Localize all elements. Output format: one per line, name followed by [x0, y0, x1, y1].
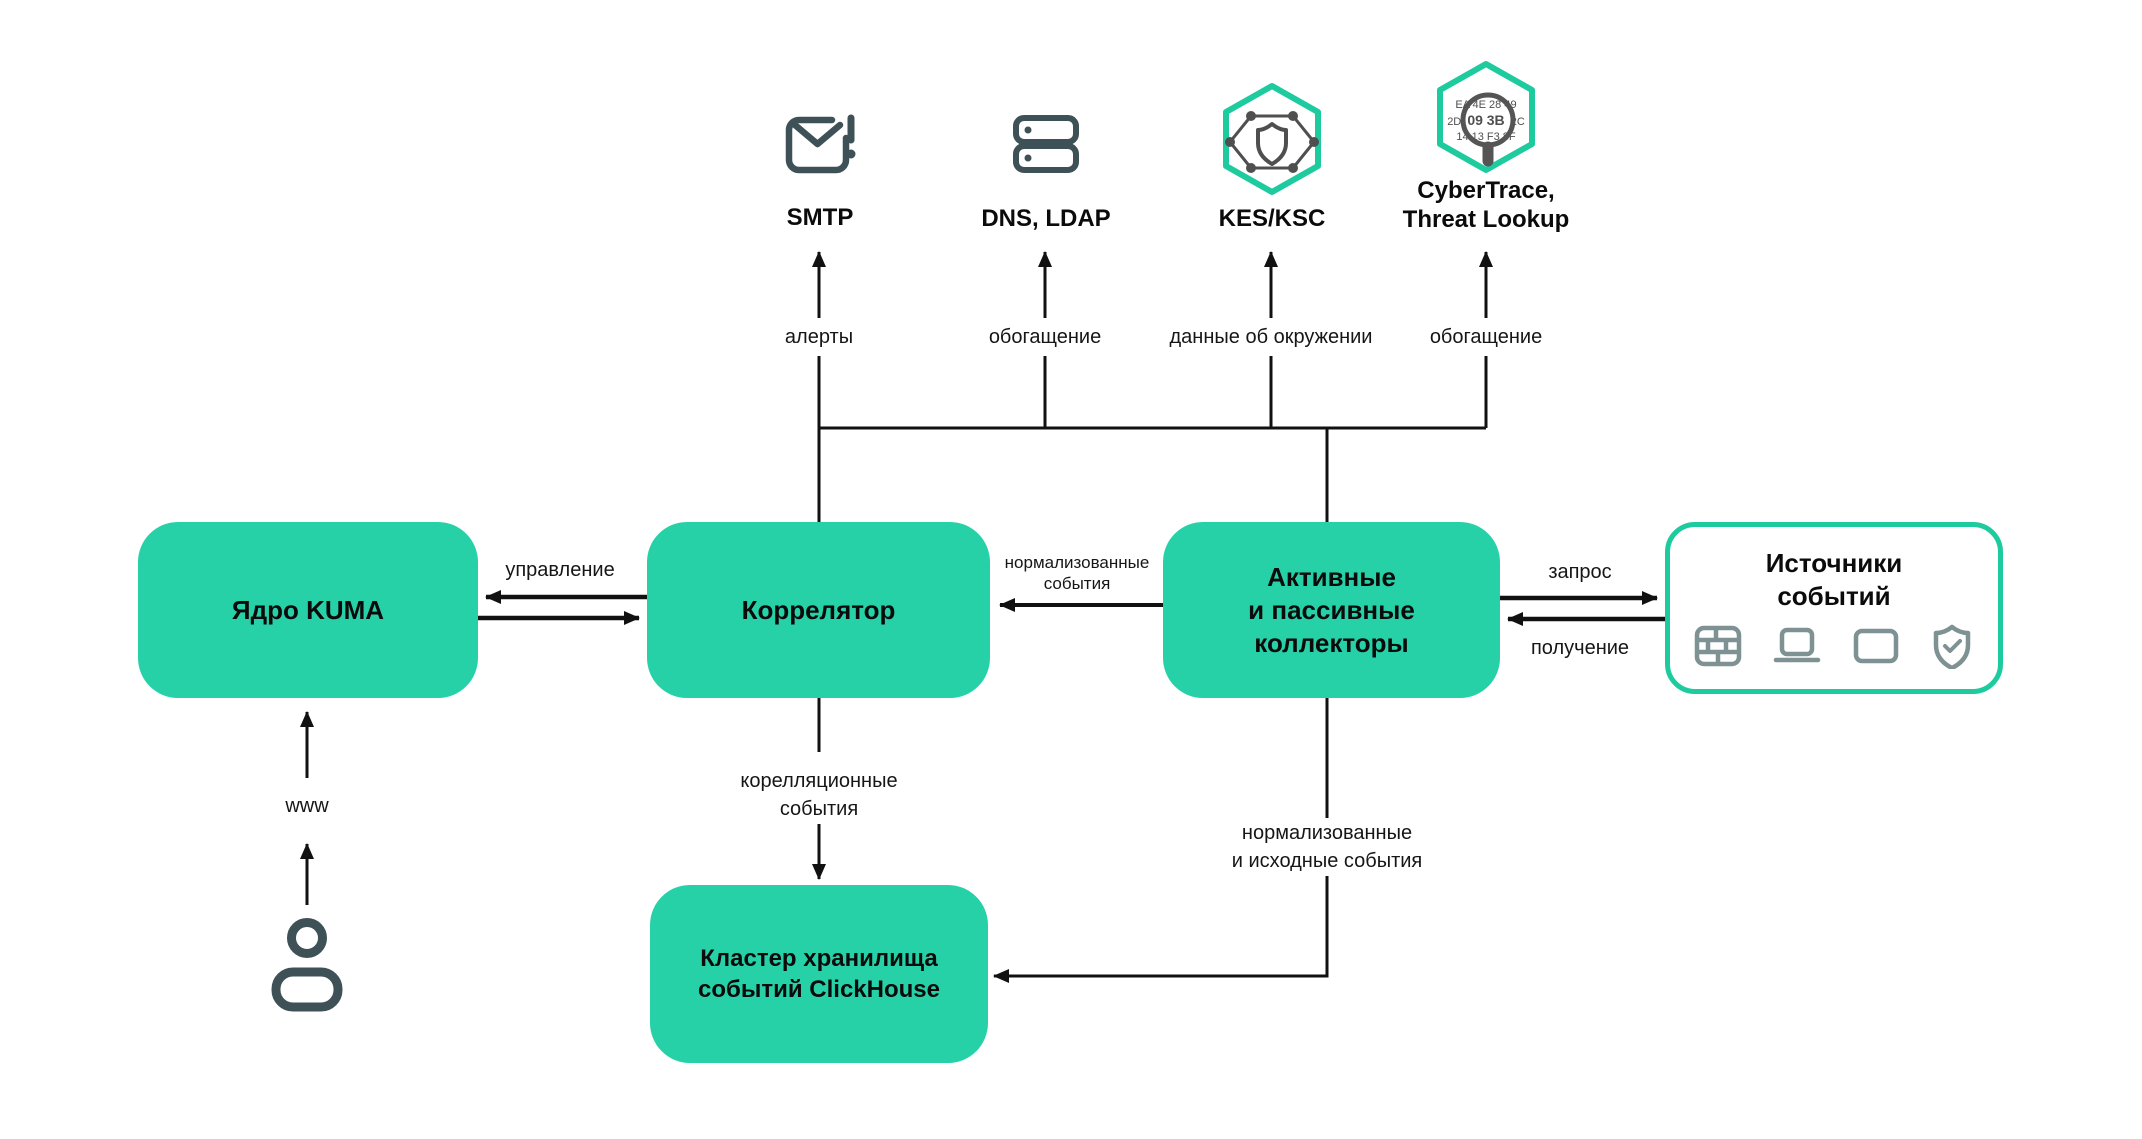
- node-correlator: Коррелятор: [647, 522, 990, 698]
- monitor-icon: [1853, 628, 1899, 664]
- event-source-icons: [1694, 623, 1974, 669]
- flow-enrichment-dns: обогащение: [988, 326, 1102, 348]
- flow-normalized-raw-events-line1: нормализованные: [1241, 822, 1413, 844]
- smtp-label: SMTP: [786, 204, 854, 231]
- flow-normalized-events: нормализованные события: [1005, 552, 1150, 594]
- shield-check-icon: [1933, 624, 1971, 669]
- cybertrace-threat-lookup-icon: EA 4E 28 49 2D 09 3B 2C 14 13 F3 8F: [1437, 61, 1535, 173]
- flow-correlation-events-line2: события: [779, 798, 859, 820]
- flow-environment-data: данные об окружении: [1169, 326, 1373, 348]
- laptop-icon: [1773, 627, 1821, 663]
- dns-ldap-server-icon: [1013, 115, 1079, 173]
- flow-correlation-events: корелляционные события: [740, 767, 897, 823]
- node-clickhouse-cluster: Кластер хранилища событий ClickHouse: [650, 885, 988, 1063]
- smtp-mail-alert-icon: [785, 114, 856, 174]
- kes-ksc-hexagon-icon: [1223, 83, 1321, 195]
- user-person-icon: [271, 918, 343, 1012]
- flow-receive: получение: [1530, 637, 1630, 659]
- flow-normalized-events-line1: нормализованные: [1004, 553, 1150, 572]
- kes-ksc-label: KES/KSC: [1218, 205, 1326, 232]
- flow-correlation-events-line1: корелляционные: [740, 770, 898, 792]
- flow-normalized-events-line2: события: [1043, 574, 1111, 593]
- node-event-sources-line2: событий: [1777, 581, 1891, 611]
- cybertrace-label-line1: CyberTrace,: [1417, 177, 1555, 204]
- flow-request: запрос: [1548, 561, 1612, 583]
- node-collectors-line1: Активные: [1267, 561, 1396, 592]
- node-kuma-core-label: Ядро KUMA: [231, 594, 385, 625]
- node-kuma-core: Ядро KUMA: [138, 522, 478, 698]
- node-collectors-line2: и пассивные: [1248, 594, 1415, 625]
- flow-normalized-raw-events-line2: и исходные события: [1231, 850, 1423, 872]
- node-correlator-label: Коррелятор: [741, 594, 896, 625]
- flow-normalized-raw-events: нормализованные и исходные события: [1232, 819, 1422, 875]
- flow-www: www: [285, 795, 329, 817]
- node-clickhouse-line1: Кластер хранилища: [700, 945, 938, 972]
- flow-enrichment-cybertrace: обогащение: [1429, 326, 1543, 348]
- node-event-sources-line1: Источники: [1765, 548, 1903, 578]
- flow-management: управление: [505, 559, 615, 581]
- cybertrace-label: CyberTrace, Threat Lookup: [1403, 176, 1570, 234]
- cybertrace-label-line2: Threat Lookup: [1402, 206, 1570, 233]
- node-clickhouse-line2: событий ClickHouse: [698, 976, 940, 1003]
- firewall-icon: [1694, 625, 1742, 667]
- node-collectors-line3: коллекторы: [1254, 627, 1409, 658]
- dns-ldap-label: DNS, LDAP: [981, 205, 1111, 232]
- node-collectors: Активные и пассивные коллекторы: [1163, 522, 1500, 698]
- flow-alerts: алерты: [784, 326, 854, 348]
- node-event-sources: Источники событий: [1665, 522, 2003, 694]
